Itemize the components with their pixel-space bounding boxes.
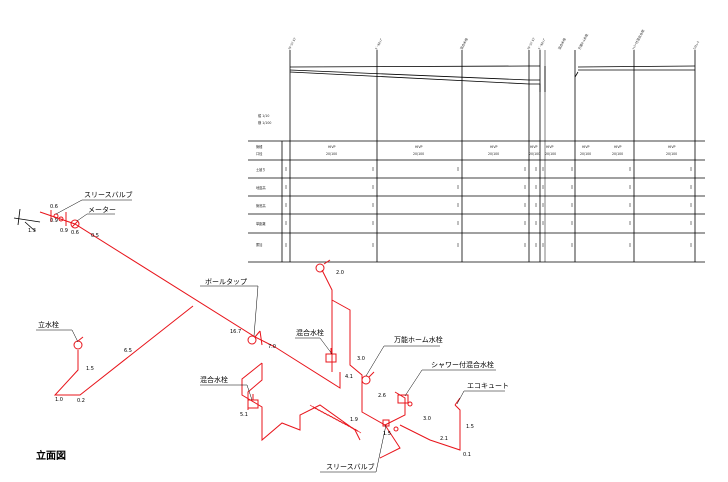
dim-3-0b: 3.0 <box>423 416 431 422</box>
profile-top-label: ﾎﾞｰﾙﾀｯﾌﾟ <box>373 37 383 51</box>
diameter-cell: 20/100 <box>326 152 337 156</box>
profile-top-labels: ｽﾘｰｽﾊﾞﾙﾌﾞ ﾎﾞｰﾙﾀｯﾌﾟ 混合水栓 ｽﾘｰｽﾊﾞﾙﾌﾞ ﾎﾞｰﾙﾀｯ… <box>286 28 700 51</box>
row-label-cover: 土被り <box>256 167 266 172</box>
dim-6-5: 6.5 <box>124 348 132 354</box>
pipe-type-cell: HIVP <box>415 145 423 149</box>
pipe-type-cell: HIVP <box>582 145 590 149</box>
row-label-distance: 単距離 <box>256 221 266 226</box>
diameter-cell: 20/100 <box>545 152 556 156</box>
profile-table: ｽﾘｰｽﾊﾞﾙﾌﾞ ﾎﾞｰﾙﾀｯﾌﾟ 混合水栓 ｽﾘｰｽﾊﾞﾙﾌﾞ ﾎﾞｰﾙﾀｯ… <box>248 28 705 263</box>
profile-pipe-cells: HIVP 20/100 HIVP 20/100 HIVP 20/100 HIVP… <box>326 145 677 156</box>
profile-top-label: ｽﾘｰｽﾊﾞﾙﾌﾞ <box>286 35 297 50</box>
manifold-hatch <box>354 428 362 434</box>
profile-top-label: ﾎﾞｰﾙﾀｯﾌﾟ <box>536 37 546 51</box>
meter-symbol <box>70 219 80 229</box>
dim-0-9: 0.9 <box>50 218 58 224</box>
dim-0-1: 0.1 <box>463 452 471 458</box>
shower-mixing-faucet-symbol <box>397 394 413 407</box>
pipe-type-cell: HIVP <box>490 145 498 149</box>
branch-header <box>241 362 361 442</box>
riser-top-fixture <box>315 259 331 273</box>
dim-1-0: 1.0 <box>55 397 63 403</box>
dim-0-6: 0.6 <box>50 204 58 210</box>
mixing-faucet-lower-symbol <box>247 394 259 409</box>
mixing-faucet-upper-symbol <box>325 348 337 363</box>
branch-standing-faucet <box>53 305 194 396</box>
row-label-diameter: 口径 <box>256 151 263 156</box>
diameter-cell: 20/100 <box>580 152 591 156</box>
profile-top-label: ｴｺｷｭｰﾄ <box>692 40 700 51</box>
dim-7-0: 7.0 <box>268 344 276 350</box>
pipe-type-cell: HIVP <box>546 145 554 149</box>
row-label-bottom: 管底高 <box>256 203 266 208</box>
profile-top-label: 万能ﾎｰﾑ水栓 <box>576 32 589 51</box>
scale-horizontal: 横 1/100 <box>258 120 271 125</box>
standing-faucet-symbol <box>73 336 84 350</box>
drawing-title: 立面図 <box>36 449 66 462</box>
multi-home-faucet-symbol <box>361 371 375 385</box>
riser-branch-right <box>331 299 386 426</box>
diameter-cell: 20/100 <box>666 152 677 156</box>
callout-standing-faucet: 立水栓 <box>38 320 59 329</box>
riser-top <box>321 269 333 372</box>
dim-5-1: 5.1 <box>240 412 248 418</box>
profile-top-label: 混合水栓 <box>458 36 469 50</box>
branch-eco-cute <box>399 404 461 451</box>
profile-top-label: ｽﾘｰｽﾊﾞﾙﾌﾞ <box>525 35 536 50</box>
callout-meter: メーター <box>88 205 116 214</box>
row-label-pipe: 管種 <box>256 144 263 149</box>
dim-0-6b: 0.6 <box>71 230 79 236</box>
callout-multi-home-faucet: 万能ホーム水栓 <box>394 335 443 344</box>
dim-1-5b: 1.5 <box>383 431 391 437</box>
diameter-cell: 20/100 <box>612 152 623 156</box>
dim-4-1: 4.1 <box>345 374 353 380</box>
dim-0-9b: 0.9 <box>60 228 68 234</box>
dim-3-0a: 3.0 <box>357 356 365 362</box>
callout-shower-mixing-faucet: シャワー付混合水栓 <box>431 360 494 369</box>
eco-cute-symbol <box>454 397 461 406</box>
pipe-type-cell: HIVP <box>328 145 336 149</box>
diameter-cell: 20/100 <box>488 152 499 156</box>
ball-tap-symbol <box>247 330 263 346</box>
callout-eco-cute: エコキュート <box>467 382 509 390</box>
dim-0-2: 0.2 <box>77 398 85 404</box>
row-label-ground: 地盤高 <box>256 185 266 190</box>
callouts: スリースバルブ メーター ボールタップ 立水栓 混合水栓 万能ホーム水栓 シャワ… <box>36 190 509 473</box>
dim-2-0: 2.0 <box>336 270 344 276</box>
dim-1-5c: 1.5 <box>466 424 474 430</box>
profile-table-grid <box>248 140 705 263</box>
dim-2-1: 2.1 <box>440 436 448 442</box>
profile-top-label: ｼｬﾜｰ付混合水栓 <box>630 28 645 51</box>
scale-vertical: 縦 1/10 <box>258 113 269 118</box>
diameter-cell: 20/100 <box>529 152 540 156</box>
callout-ball-tap: ボールタップ <box>205 277 247 286</box>
branch-lower-sleeve <box>379 424 401 459</box>
pipe-type-cell: HIVP <box>614 145 622 149</box>
dim-0-5: 0.5 <box>91 233 99 239</box>
ground-mark <box>13 208 41 232</box>
hatched-manifold <box>309 404 362 434</box>
callout-mixing-faucet-lower: 混合水栓 <box>200 375 228 384</box>
pipe-type-cell: HIVP <box>668 145 676 149</box>
profile-top-label: 混合水栓 <box>556 36 567 50</box>
diameter-cell: 20/100 <box>413 152 424 156</box>
pipe-type-cell: HIVP <box>530 145 538 149</box>
row-label-cumulative: 累加 <box>256 242 262 247</box>
callout-sleeve-valve-bottom: スリースバルブ <box>326 462 375 471</box>
profile-row-labels: 管種 口径 土被り 地盤高 管底高 単距離 累加 <box>256 144 266 247</box>
dim-2-6: 2.6 <box>378 393 386 399</box>
dim-1-9: 1.9 <box>350 417 358 423</box>
dim-1-3: 1.3 <box>28 228 36 234</box>
piping <box>13 208 461 459</box>
dimension-labels: 0.6 0.9 1.3 0.9 0.6 0.5 6.5 1.0 0.2 1.5 … <box>28 204 474 458</box>
dim-16-7: 16.7 <box>230 329 241 335</box>
callout-mixing-faucet-upper: 混合水栓 <box>296 328 324 337</box>
dim-1-5a: 1.5 <box>86 366 94 372</box>
profile-lines <box>289 65 696 92</box>
callout-sleeve-valve-top: スリースバルブ <box>84 190 133 199</box>
profile-value-marks <box>285 167 692 247</box>
branch-lower-network <box>274 346 341 389</box>
